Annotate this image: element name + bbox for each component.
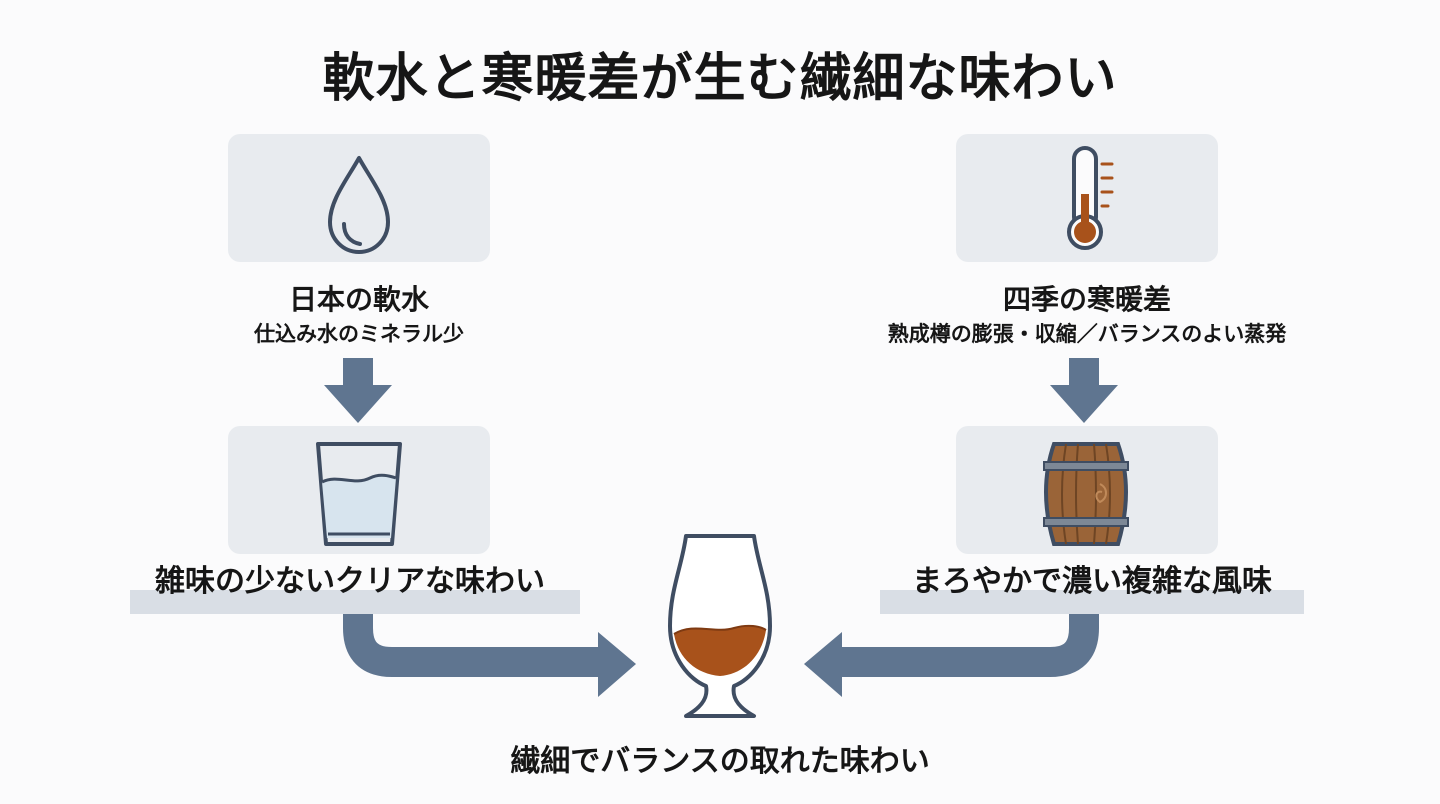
right-curve-arrow — [804, 612, 1099, 697]
right-result: まろやかで濃い複雑な風味 — [912, 564, 1272, 599]
left-down-arrow — [324, 358, 392, 423]
right-down-arrow — [1050, 358, 1118, 423]
left-result-band — [130, 590, 580, 614]
water-drop-icon — [328, 156, 390, 254]
barrel-card — [956, 426, 1218, 554]
whisky-glass-icon — [668, 534, 772, 718]
right-result-band — [880, 590, 1304, 614]
thermometer-icon — [1067, 146, 1114, 250]
page-title: 軟水と寒暖差が生む繊細な味わい — [322, 49, 1118, 109]
water-glass-card — [228, 426, 490, 554]
soft-water-card — [228, 134, 490, 262]
left-curve-arrow — [343, 612, 636, 697]
seasons-card — [956, 134, 1218, 262]
left-result: 雑味の少ないクリアな味わい — [155, 564, 545, 599]
right-subtext: 熟成樽の膨張・収縮／バランスのよい蒸発 — [887, 322, 1287, 346]
left-subtext: 仕込み水のミネラル少 — [254, 322, 464, 346]
right-heading: 四季の寒暖差 — [1002, 283, 1171, 316]
conclusion: 繊細でバランスの取れた味わい — [510, 744, 930, 779]
barrel-icon — [1043, 442, 1129, 546]
water-glass-icon — [316, 442, 402, 546]
left-heading: 日本の軟水 — [288, 283, 429, 316]
